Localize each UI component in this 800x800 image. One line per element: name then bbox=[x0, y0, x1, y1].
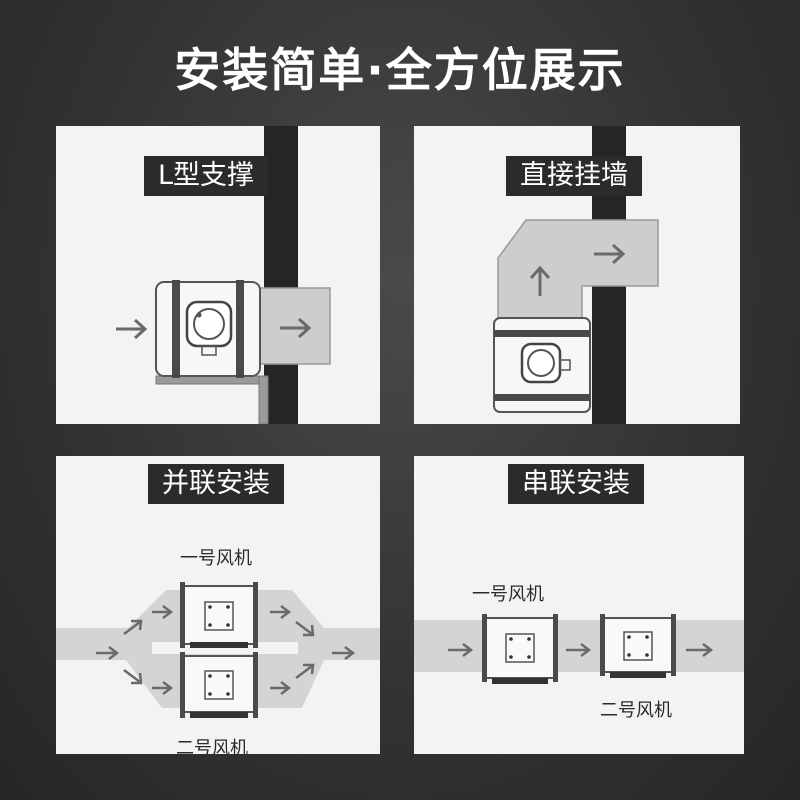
panel-label: 直接挂墙 bbox=[506, 156, 642, 196]
fan-2-label: 二号风机 bbox=[600, 700, 672, 721]
panel-wall-mount: 直接挂墙 bbox=[414, 126, 740, 424]
wall bbox=[264, 126, 298, 424]
arrow-in bbox=[116, 318, 148, 340]
arrow-right bbox=[594, 243, 626, 265]
parallel-illustration bbox=[56, 582, 380, 718]
duct-outlet bbox=[259, 287, 331, 365]
panel-label: L型支撑 bbox=[144, 156, 269, 196]
fan-unit-1 bbox=[180, 582, 258, 648]
fan-2-label: 二号风机 bbox=[176, 738, 248, 754]
series-duct bbox=[414, 620, 744, 672]
fan-unit bbox=[155, 280, 261, 378]
fan-unit bbox=[493, 317, 591, 413]
panel-label: 串联安装 bbox=[508, 464, 644, 504]
bracket-vertical bbox=[258, 375, 269, 424]
fan-unit-2 bbox=[600, 614, 676, 678]
page-title: 安装简单·全方位展示 bbox=[174, 43, 626, 97]
fan-unit-2 bbox=[180, 652, 258, 718]
arrow-up bbox=[529, 265, 551, 296]
fan-1-label: 一号风机 bbox=[180, 548, 252, 569]
series-illustration bbox=[414, 614, 744, 684]
flow-arrows bbox=[448, 643, 714, 657]
fan-unit-1 bbox=[482, 614, 558, 684]
l-bracket-illustration bbox=[116, 126, 331, 424]
fan-1-label: 一号风机 bbox=[472, 584, 544, 605]
panel-l-bracket: L型支撑 bbox=[56, 126, 380, 424]
arrow-out bbox=[280, 317, 312, 339]
flow-arrows bbox=[96, 605, 356, 695]
panel-series: 串联安装 一号风机 二号风机 bbox=[414, 456, 744, 754]
panel-parallel: 并联安装 一号风机 二号风机 bbox=[56, 456, 380, 754]
elbow-duct bbox=[497, 219, 659, 319]
panel-label: 并联安装 bbox=[148, 464, 284, 504]
